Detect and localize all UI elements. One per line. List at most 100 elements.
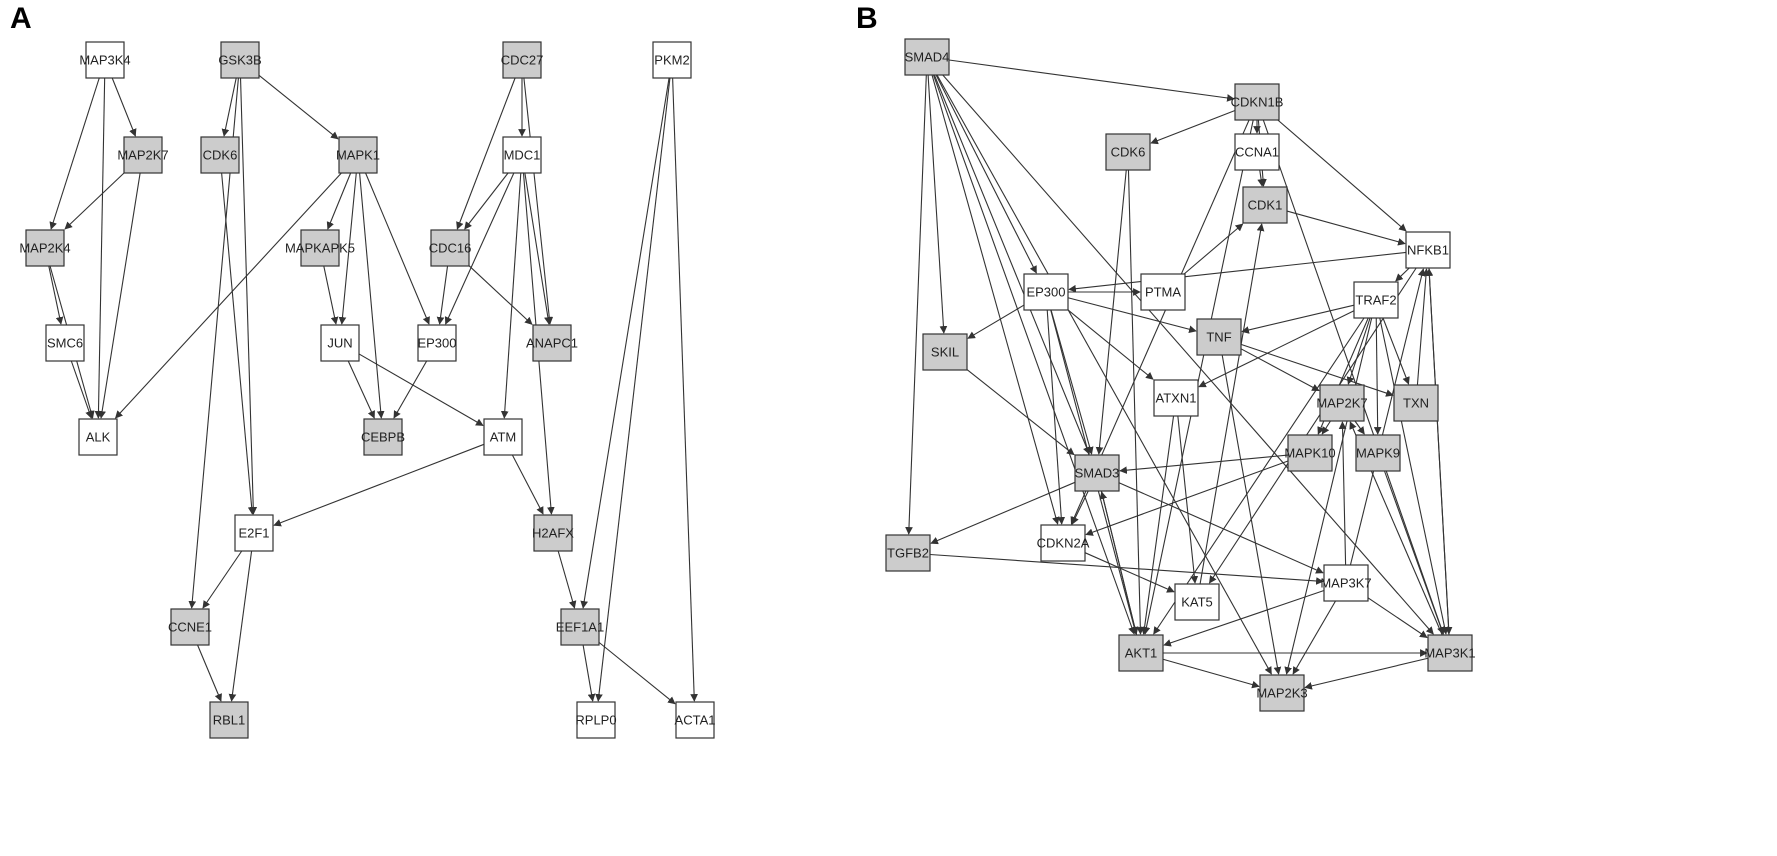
- panel-b-edge-nfkb1-to-traf2: [1395, 267, 1410, 282]
- panel-a-node-map2k4: MAP2K4: [19, 229, 71, 267]
- panel-a-node-label: MDC1: [504, 148, 541, 163]
- panel-b-edge-cdk6-to-akt1: [1127, 169, 1145, 635]
- panel-a-node-rbl1: RBL1: [209, 701, 249, 739]
- panel-b-node-box: [1174, 583, 1220, 621]
- panel-b-node-box: [1355, 434, 1401, 472]
- panel-b-node-box: [1259, 674, 1305, 712]
- panel-a-edge-cdc16-to-ep300: [436, 265, 449, 325]
- edges-layer: [48, 59, 1453, 705]
- panel-b-node-label: MAP3K7: [1320, 576, 1371, 591]
- panel-b-edge-smad3-to-cdkn2a: [1071, 490, 1089, 525]
- panel-b-edge-cdkn2a-to-kat5: [1084, 552, 1175, 593]
- panel-a-node-label: MAPK1: [336, 148, 380, 163]
- panel-a-node-ep300: EP300: [417, 324, 457, 362]
- panel-b-node-label: SMAD3: [1075, 466, 1120, 481]
- panel-b-node-mapk9: MAPK9: [1355, 434, 1401, 472]
- panel-a-edge-mapk1-to-ep300: [365, 172, 430, 325]
- panel-b-node-label: CDK6: [1111, 145, 1146, 160]
- panel-b-node-box: [1287, 434, 1333, 472]
- panel-b-node-label: CDKN2A: [1037, 536, 1090, 551]
- panel-a-edge-pkm2-to-eef1a1: [580, 77, 670, 609]
- panel-b-node-map2k7: MAP2K7: [1316, 384, 1368, 422]
- panel-a-node-box: [532, 324, 572, 362]
- panel-b-edge-atxn1-to-akt1: [1140, 415, 1175, 635]
- panel-a-node-smc6: SMC6: [45, 324, 85, 362]
- panel-a-node-box: [483, 418, 523, 456]
- panel-b-edge-atxn1-to-kat5: [1177, 415, 1199, 584]
- panel-b-node-ptma: PTMA: [1140, 273, 1186, 311]
- panel-a-node-rplp0: RPLP0: [575, 701, 617, 739]
- panel-b-edge-map3k7-to-nfkb1: [1349, 268, 1426, 566]
- panel-a-node-label: ACTA1: [675, 713, 716, 728]
- panel-a-node-cdk6: CDK6: [200, 136, 240, 174]
- panel-a-node-box: [320, 324, 360, 362]
- panel-a-node-label: CDC16: [429, 241, 472, 256]
- panel-a-node-box: [45, 324, 85, 362]
- panel-a-node-label: CCNE1: [168, 620, 212, 635]
- panel-a-node-label: EP300: [417, 336, 456, 351]
- panel-b-edge-smad4-to-cdkn1b: [948, 59, 1235, 102]
- panel-a-edge-gsk3b-to-cdk6: [221, 77, 237, 137]
- panel-a-node-box: [78, 418, 118, 456]
- panel-a-edge-mdc1-to-cdc16: [464, 172, 509, 230]
- panel-b-node-box: [1242, 186, 1288, 224]
- panel-b-edge-tnf-to-txn: [1240, 343, 1394, 397]
- panel-b-edge-skil-to-smad3: [966, 369, 1075, 456]
- panel-b-node-tgfb2: TGFB2: [885, 534, 931, 572]
- panel-b-node-box: [1323, 564, 1369, 602]
- panel-b-edge-traf2-to-tnf: [1241, 304, 1355, 334]
- panel-a-edge-e2f1-to-rbl1: [228, 550, 253, 702]
- panel-b-node-cdkn2a: CDKN2A: [1037, 524, 1090, 562]
- panel-b-node-box: [922, 333, 968, 371]
- panel-a-node-h2afx: H2AFX: [532, 514, 574, 552]
- panel-a-node-label: JUN: [327, 336, 352, 351]
- panel-a-node-label: PKM2: [654, 53, 689, 68]
- panel-b-edge-tnf-to-map2k7: [1240, 348, 1320, 392]
- panel-b-node-box: [1023, 273, 1069, 311]
- panel-b-node-label: MAPK10: [1284, 446, 1335, 461]
- panel-a-edge-mapk1-to-jun: [338, 172, 357, 325]
- panel-a-edge-eef1a1-to-rplp0: [582, 644, 596, 702]
- panel-b-node-cdk1: CDK1: [1242, 186, 1288, 224]
- panel-a-edge-pkm2-to-acta1: [672, 77, 698, 702]
- panel-b-node-label: MAP3K1: [1424, 646, 1475, 661]
- panel-a-node-map3k4: MAP3K4: [79, 41, 131, 79]
- panel-b-node-label: MAP2K7: [1316, 396, 1367, 411]
- panel-a-node-label: RPLP0: [575, 713, 616, 728]
- panel-a-node-label: MAP2K7: [117, 148, 168, 163]
- panel-b-edge-smad3-to-map3k7: [1118, 482, 1324, 574]
- panel-b-node-label: AKT1: [1125, 646, 1158, 661]
- panel-b-node-label: ATXN1: [1156, 391, 1197, 406]
- panel-a-node-jun: JUN: [320, 324, 360, 362]
- panel-a-edge-map3k4-to-map2k4: [49, 77, 100, 230]
- panel-a-node-alk: ALK: [78, 418, 118, 456]
- panel-b-node-box: [1140, 273, 1186, 311]
- panel-b-node-txn: TXN: [1393, 384, 1439, 422]
- panel-b-edge-cdk6-to-smad3: [1095, 169, 1127, 455]
- panel-b-node-akt1: AKT1: [1118, 634, 1164, 672]
- panel-a-edge-cdc27-to-anapc1: [523, 77, 554, 325]
- panel-b-node-label: SMAD4: [905, 50, 950, 65]
- panel-b-node-mapk10: MAPK10: [1284, 434, 1336, 472]
- panel-a-node-label: ALK: [86, 430, 111, 445]
- panel-b-edge-map3k7-to-map2k7: [1338, 421, 1347, 566]
- panel-b-edge-ptma-to-cdk1: [1183, 223, 1244, 275]
- panel-a-node-eef1a1: EEF1A1: [556, 608, 604, 646]
- panel-b-edge-map2k7-to-mapk10: [1321, 420, 1331, 435]
- panel-b-edge-nfkb1-to-kat5: [1209, 267, 1417, 584]
- panel-b-edge-traf2-to-map3k1: [1379, 317, 1449, 635]
- panel-b-node-box: [1196, 318, 1242, 356]
- panel-a-node-label: ANAPC1: [526, 336, 578, 351]
- panel-a-node-box: [220, 41, 260, 79]
- panel-a-node-box: [200, 136, 240, 174]
- panel-b-edge-mapk9-to-map3k1: [1383, 470, 1445, 635]
- panel-a-edge-map3k4-to-alk: [94, 77, 106, 419]
- panel-b-edge-smad4-to-tgfb2: [905, 74, 927, 535]
- panel-b-edge-cdkn1b-to-map3k1: [1262, 119, 1445, 635]
- panel-a-edge-smc6-to-alk: [70, 360, 93, 419]
- panel-b-node-label: KAT5: [1181, 595, 1213, 610]
- panel-b-edge-cdkn1b-to-cdk6: [1150, 110, 1236, 145]
- panel-a-node-box: [85, 41, 125, 79]
- panel-b-node-label: EP300: [1026, 285, 1065, 300]
- panel-a-node-box: [560, 608, 600, 646]
